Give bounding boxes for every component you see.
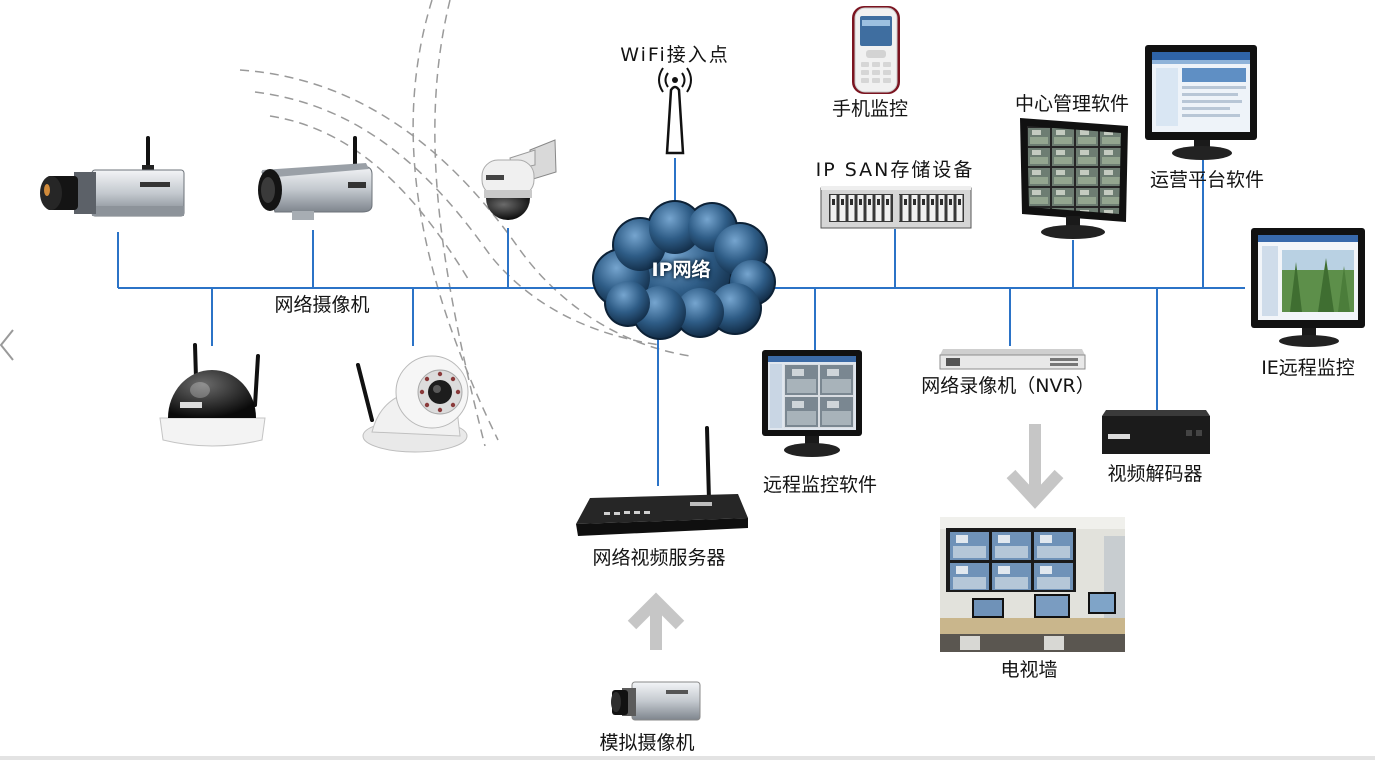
bullet-camera-icon bbox=[258, 136, 373, 220]
tv-wall-photo bbox=[940, 517, 1125, 652]
flow-arrow-up-icon bbox=[627, 592, 685, 650]
nvr-icon bbox=[939, 349, 1086, 370]
carousel-prev-button[interactable] bbox=[0, 326, 16, 364]
flow-arrow-down-icon bbox=[1006, 424, 1064, 509]
wifi-access-point-label: WiFi接入点 bbox=[620, 44, 730, 66]
central-management-software-label: 中心管理软件 bbox=[1014, 93, 1130, 115]
tv-wall-label: 电视墙 bbox=[1000, 659, 1058, 681]
network-cameras-label: 网络摄像机 bbox=[274, 294, 370, 316]
operations-platform-software-label: 运营平台软件 bbox=[1149, 169, 1265, 191]
central-management-monitor-icon bbox=[1020, 118, 1128, 239]
video-decoder-icon bbox=[1102, 410, 1210, 454]
wireless-coverage-arcs bbox=[239, 0, 691, 447]
operations-platform-monitor-icon bbox=[1145, 45, 1257, 160]
video-decoder-label: 视频解码器 bbox=[1107, 463, 1203, 485]
network-links bbox=[117, 158, 1245, 486]
analog-camera-icon bbox=[611, 681, 701, 721]
mobile-phone-icon bbox=[852, 6, 900, 94]
network-video-server-label: 网络视频服务器 bbox=[592, 547, 726, 569]
nvr-label: 网络录像机（NVR） bbox=[921, 375, 1095, 397]
dome-camera-icon bbox=[159, 343, 266, 447]
chevron-left-icon bbox=[0, 329, 14, 361]
box-camera-icon bbox=[40, 136, 185, 217]
network-video-server-icon bbox=[576, 426, 748, 536]
ip-san-storage-label: IP SAN存储设备 bbox=[815, 159, 975, 181]
ip-network-label: IP网络 bbox=[651, 259, 711, 281]
ip-network-cloud-icon bbox=[592, 200, 776, 340]
ptz-camera-icon bbox=[356, 355, 469, 453]
remote-monitoring-software-monitor-icon bbox=[762, 350, 862, 457]
analog-camera-label: 模拟摄像机 bbox=[599, 732, 695, 754]
bottom-divider bbox=[0, 756, 1375, 760]
remote-monitoring-software-label: 远程监控软件 bbox=[762, 474, 878, 496]
ip-san-storage-icon bbox=[820, 186, 972, 229]
mobile-monitoring-label: 手机监控 bbox=[831, 98, 909, 120]
wifi-access-point-icon bbox=[658, 67, 692, 155]
ie-remote-monitor-icon bbox=[1251, 228, 1365, 347]
ie-remote-monitoring-label: IE远程监控 bbox=[1261, 357, 1355, 379]
speed-dome-camera-icon bbox=[481, 139, 557, 220]
